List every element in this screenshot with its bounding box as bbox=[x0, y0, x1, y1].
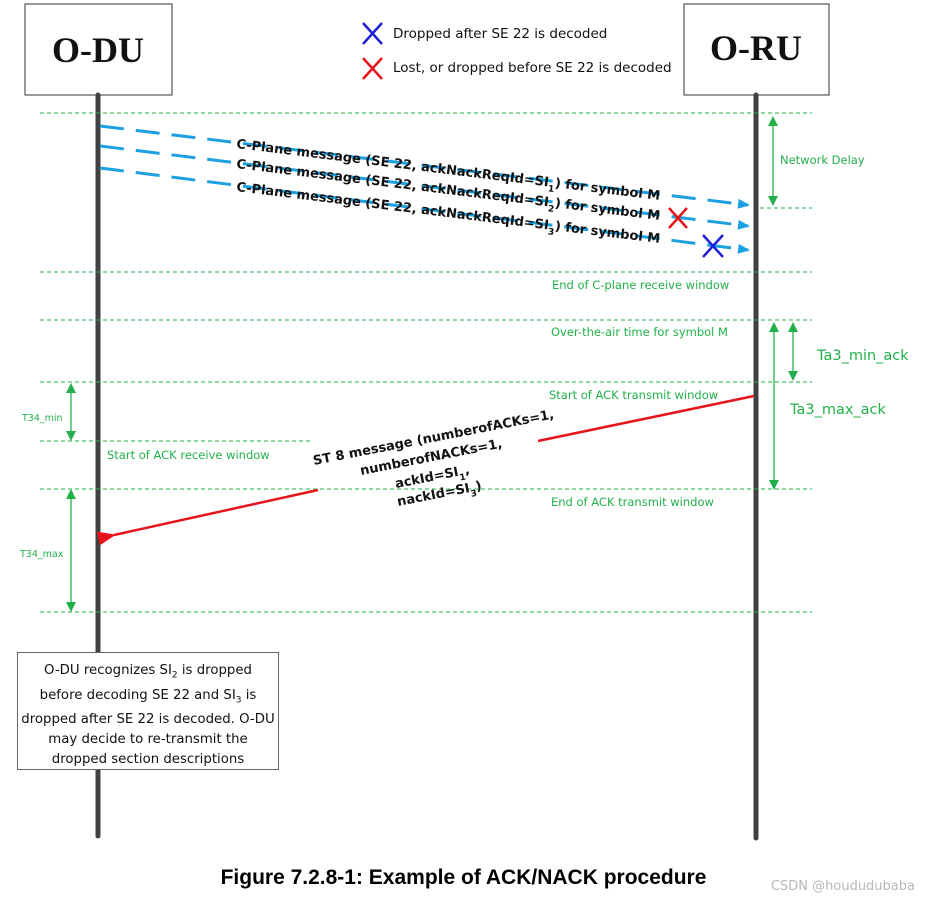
t34-max-span bbox=[66, 489, 76, 612]
note-line-2: before decoding SE 22 and SI3 is bbox=[39, 687, 257, 706]
network-delay-span bbox=[768, 116, 778, 206]
actor-odu: O-DU bbox=[24, 3, 173, 96]
ta3-max-ack-span bbox=[769, 322, 779, 490]
t34-min-span bbox=[66, 383, 76, 441]
blue-x-icon bbox=[362, 22, 383, 45]
start-ack-rx-label: Start of ACK receive window bbox=[107, 448, 270, 462]
st8-label: ST 8 message (numberofACKs=1, numberofNA… bbox=[312, 407, 555, 509]
note-line-4: may decide to re-transmit the bbox=[48, 732, 248, 748]
cplane-arrows bbox=[99, 124, 750, 254]
legend-lost-before-label: Lost, or dropped before SE 22 is decoded bbox=[393, 60, 672, 76]
note-line-5: dropped section descriptions bbox=[51, 752, 245, 768]
ta3-min-ack-span bbox=[788, 322, 798, 381]
actor-oru-label: O-RU bbox=[710, 28, 802, 68]
note-line-3: dropped after SE 22 is decoded. O-DU bbox=[21, 712, 275, 728]
ota-time-label: Over-the-air time for symbol M bbox=[551, 325, 728, 339]
odu-note-box: O-DU recognizes SI2 is dropped before de… bbox=[17, 652, 279, 770]
t34-min-label: T34_min bbox=[21, 413, 63, 424]
legend: Dropped after SE 22 is decoded Lost, or … bbox=[362, 22, 672, 80]
ta3-min-ack-label: Ta3_min_ack bbox=[816, 348, 909, 364]
cplane-arrow-2 bbox=[99, 144, 750, 230]
figure-caption: Figure 7.2.8-1: Example of ACK/NACK proc… bbox=[220, 866, 707, 889]
cplane-labels: C-Plane message (SE 22, ackNackReqId=SI1… bbox=[236, 137, 661, 247]
red-x-icon bbox=[362, 57, 383, 80]
timing-gridlines bbox=[40, 112, 812, 613]
ta3-max-ack-label: Ta3_max_ack bbox=[789, 402, 887, 418]
actor-odu-label: O-DU bbox=[52, 30, 144, 70]
end-ack-tx-label: End of ACK transmit window bbox=[551, 495, 714, 509]
watermark: CSDN @hoududubaba bbox=[770, 879, 915, 894]
cplane-arrow-3 bbox=[99, 166, 750, 254]
st8-arrow bbox=[96, 394, 755, 546]
t34-max-label: T34_max bbox=[19, 549, 64, 560]
cplane-arrow-1 bbox=[99, 124, 750, 209]
red-x-icon bbox=[668, 207, 688, 229]
end-cplane-window-label: End of C-plane receive window bbox=[552, 278, 729, 292]
network-delay-label: Network Delay bbox=[780, 153, 865, 167]
blue-x-icon bbox=[702, 234, 724, 258]
actor-oru: O-RU bbox=[683, 3, 830, 96]
note-line-1: O-DU recognizes SI2 is dropped bbox=[44, 663, 252, 681]
legend-dropped-after-label: Dropped after SE 22 is decoded bbox=[393, 26, 607, 42]
start-ack-tx-label: Start of ACK transmit window bbox=[549, 388, 718, 402]
